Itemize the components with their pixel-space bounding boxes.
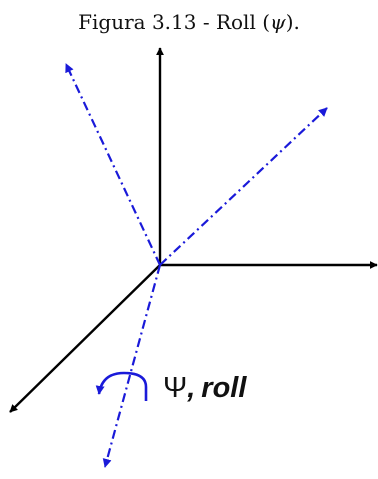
caption-suffix: ). (285, 10, 300, 34)
figure-caption: Figura 3.13 - Roll (ψ). (0, 10, 378, 34)
roll-rotation-arrow-icon (95, 371, 148, 401)
fixed-axis-down-left (9, 264, 161, 413)
roll-label-comma: , (186, 372, 195, 404)
caption-prefix: Figura 3.13 - Roll ( (78, 10, 270, 34)
roll-label-word: roll (201, 372, 247, 404)
rotated-axis-up-right (159, 107, 328, 266)
caption-psi-symbol: ψ (270, 10, 286, 34)
rotated-axis-up-left (65, 63, 161, 266)
roll-psi-symbol: Ψ (163, 372, 187, 404)
rotated-axis-down (102, 264, 162, 468)
roll-label: Ψ,roll (163, 372, 247, 404)
